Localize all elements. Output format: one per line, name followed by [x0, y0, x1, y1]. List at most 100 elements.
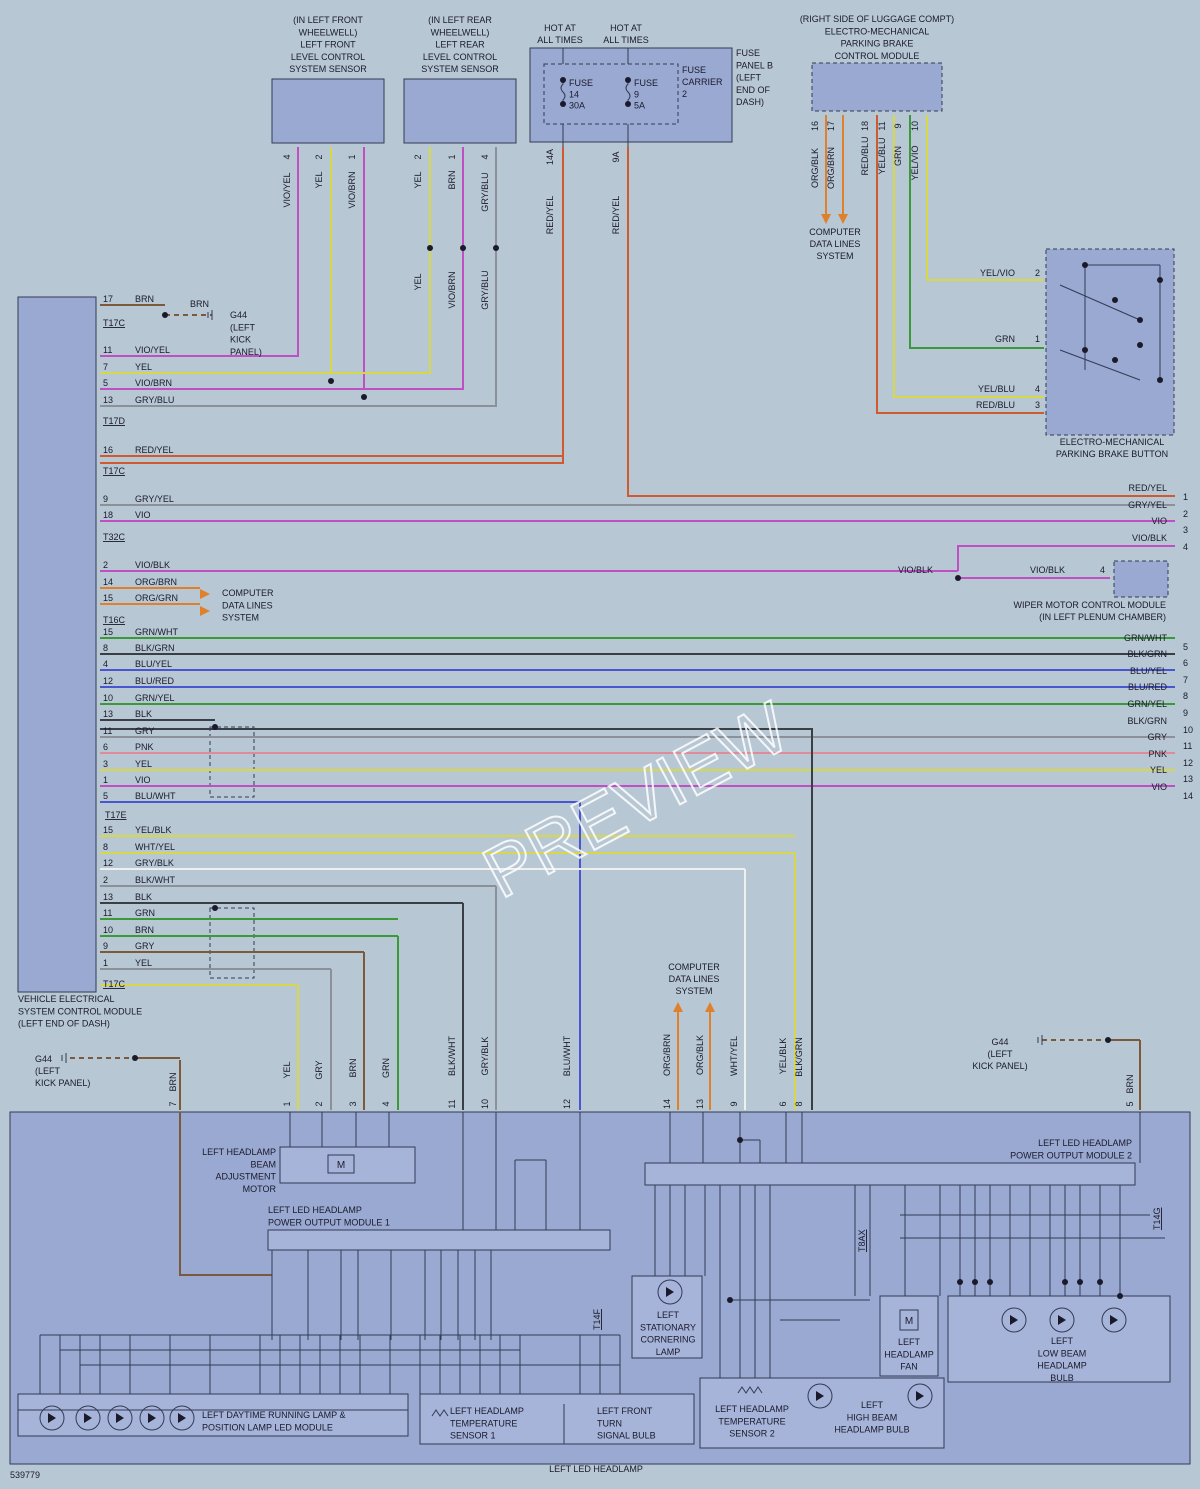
- component-label: LEFT FRONT: [597, 1406, 653, 1416]
- component-label: G44: [35, 1054, 52, 1064]
- arrow-down: [838, 214, 848, 224]
- shield-1: [209, 726, 255, 798]
- component-label: SYSTEM: [675, 986, 712, 996]
- component-label: KICK PANEL): [35, 1078, 90, 1088]
- bottom-wire-color: BLK/WHT: [447, 1036, 457, 1077]
- module-wire-color: BLU/WHT: [135, 791, 176, 801]
- bottom-wire-color: GRN: [381, 1058, 391, 1078]
- led-icon-mark: [1058, 1315, 1066, 1325]
- component-label: WIPER MOTOR CONTROL MODULE: [1013, 600, 1166, 610]
- module-pin: 15: [103, 593, 113, 603]
- bottom-pin: 4: [381, 1101, 391, 1106]
- preview-watermark: PREVIEW: [471, 687, 802, 914]
- led-icon: [107, 1405, 133, 1431]
- button-wire-color: GRN: [995, 334, 1015, 344]
- top-pin: 9A: [611, 151, 621, 162]
- component-label: ELECTRO-MECHANICAL: [1060, 437, 1165, 447]
- splice-dot: [460, 245, 466, 251]
- switch-node: [1082, 347, 1088, 353]
- switch-node: [1157, 277, 1163, 283]
- right-wire-color: RED/YEL: [1128, 483, 1167, 493]
- resistor-icon: [431, 1409, 449, 1417]
- bottom-pin: 9: [729, 1101, 739, 1106]
- component-label: TEMPERATURE: [718, 1416, 785, 1426]
- bottom-wire-color: WHT/YEL: [729, 1036, 739, 1076]
- front-sensor-box: [271, 78, 385, 144]
- top-pin: 2: [413, 154, 423, 159]
- component-label: HOT AT: [544, 23, 576, 33]
- top-pin: 2: [314, 154, 324, 159]
- module-pin: 6: [103, 742, 108, 752]
- component-label: STATIONARY: [640, 1322, 696, 1332]
- top-pin: 10: [910, 121, 920, 131]
- splice-dot: [212, 724, 218, 730]
- wires: [70, 115, 1175, 1276]
- led-icon: [139, 1405, 165, 1431]
- led-icon-mark: [116, 1413, 124, 1423]
- connector-label: T17C: [103, 318, 126, 328]
- module-pin: 12: [103, 676, 113, 686]
- component-label: LEFT LED HEADLAMP: [268, 1205, 362, 1215]
- right-wire-color: GRN/WHT: [1124, 633, 1167, 643]
- component-label: (LEFT: [230, 322, 256, 332]
- right-wire-number: 2: [1183, 509, 1188, 519]
- module-wire-color: BRN: [135, 294, 154, 304]
- bottom-pin: 14: [662, 1099, 672, 1109]
- splice-dot: [1105, 1037, 1111, 1043]
- bottom-wire-color: ORG/BLK: [695, 1035, 705, 1075]
- module-pin: 11: [103, 726, 112, 736]
- module-wire-color: YEL: [135, 759, 152, 769]
- module-wire-color: GRY: [135, 726, 154, 736]
- diagram-id: 539779: [10, 1470, 40, 1480]
- led-icon: [1001, 1307, 1027, 1333]
- wiper-module-box: [1113, 560, 1169, 598]
- module-pin: 2: [103, 875, 108, 885]
- module-wire-color: YEL/BLK: [135, 825, 172, 835]
- right-wire-number: 8: [1183, 691, 1188, 701]
- component-label: TURN: [597, 1418, 622, 1428]
- bottom-pin: 13: [695, 1099, 705, 1109]
- switch-contact: [1059, 349, 1141, 381]
- module-wire-color: VIO/YEL: [135, 345, 170, 355]
- component-label: LEFT HEADLAMP: [450, 1406, 524, 1416]
- module-wire-color: BLK/GRN: [135, 643, 175, 653]
- component-label: LEFT: [1051, 1336, 1074, 1346]
- top-pin: 1: [347, 154, 357, 159]
- component-label: DASH): [736, 97, 764, 107]
- led-icon-mark: [148, 1413, 156, 1423]
- fuse-symbol: [560, 80, 566, 104]
- top-wire-color: RED/YEL: [545, 196, 555, 235]
- module-pin: 9: [103, 494, 108, 504]
- splice-dot: [1097, 1279, 1103, 1285]
- module-wire-color: VIO/BRN: [135, 378, 172, 388]
- button-wire-color: YEL/BLU: [978, 384, 1015, 394]
- led-icon-mark: [178, 1413, 186, 1423]
- module-pin: 9: [103, 941, 108, 951]
- top-wire-color: YEL/BLU: [877, 137, 887, 174]
- component-label: (IN LEFT PLENUM CHAMBER): [1039, 612, 1166, 622]
- bottom-wire-color: BRN: [168, 1072, 178, 1091]
- splice-dot: [361, 394, 367, 400]
- connector-label: T8AX: [857, 1229, 867, 1252]
- component-label: HEADLAMP: [884, 1349, 934, 1359]
- right-wire-number: 3: [1183, 525, 1188, 535]
- component-label: FUSE: [634, 78, 658, 88]
- connector-label: T14G: [1152, 1207, 1162, 1230]
- splice-dot: [625, 101, 631, 107]
- mid-wire-color: GRY/BLU: [480, 270, 490, 309]
- top-pin: 9: [893, 123, 903, 128]
- component-label: G44: [991, 1037, 1008, 1047]
- vio-blk-label: VIO/BLK: [898, 565, 933, 575]
- module-wire-color: RED/YEL: [135, 445, 174, 455]
- component-label: SENSOR 1: [450, 1431, 496, 1441]
- vescm-box: [17, 296, 97, 993]
- switch-node: [1137, 317, 1143, 323]
- splice-dot: [162, 312, 168, 318]
- bottom-pin: 10: [480, 1099, 490, 1109]
- right-wire-number: 11: [1183, 741, 1192, 751]
- module-pin: 14: [103, 577, 113, 587]
- component-label: ALL TIMES: [537, 35, 583, 45]
- led-icon-mark: [1010, 1315, 1018, 1325]
